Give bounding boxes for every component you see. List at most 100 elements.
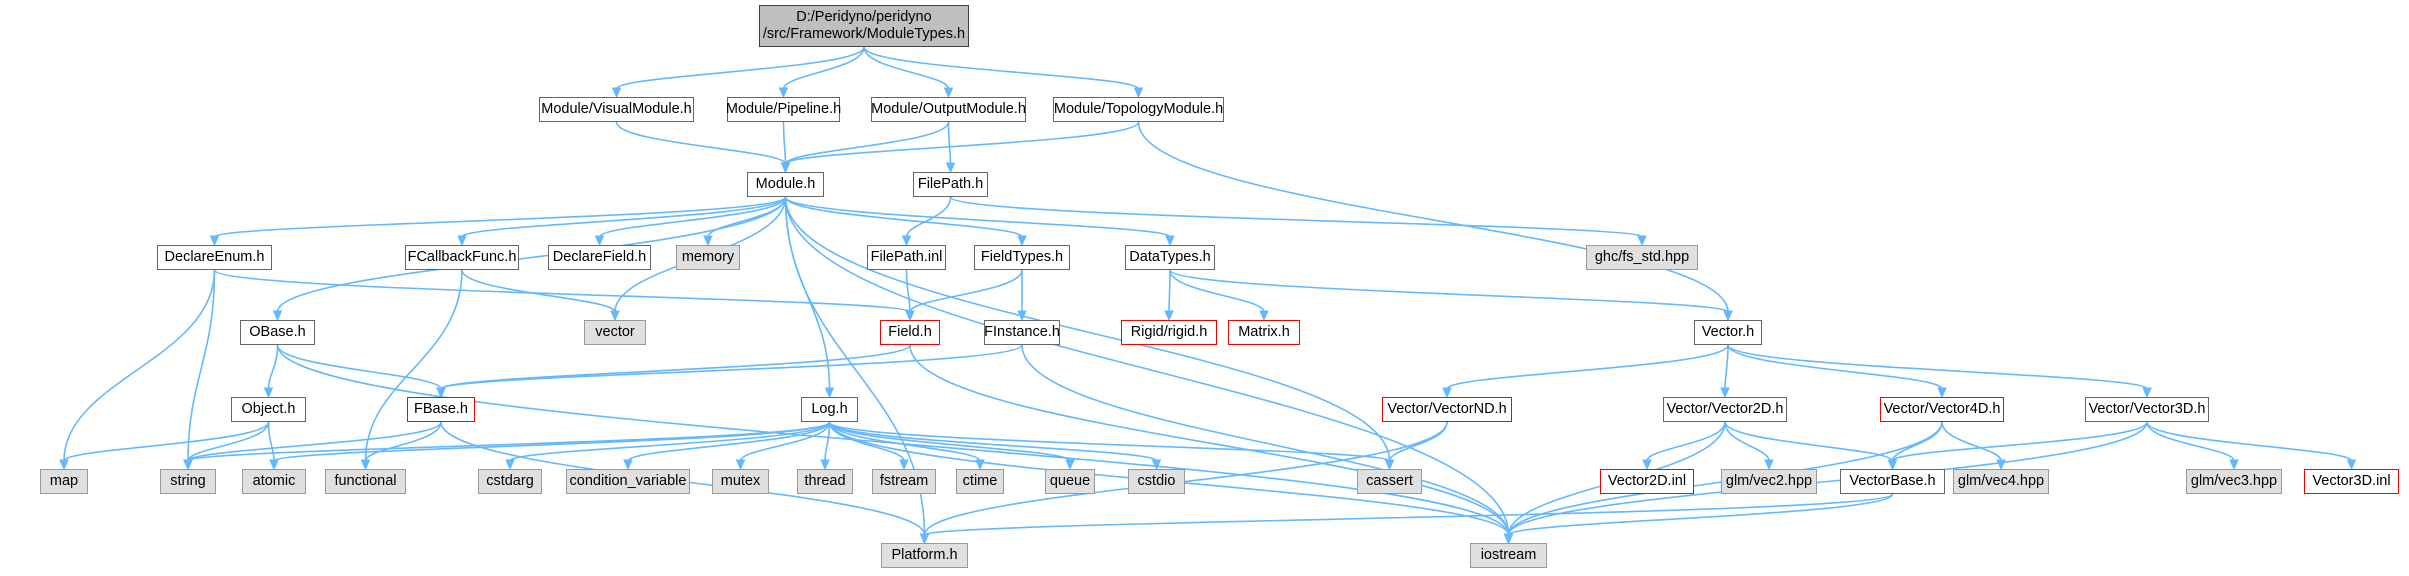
arrowhead-log-to-string [183,459,193,471]
arrowhead-finstance-to-fbase [436,387,446,399]
node-field[interactable]: Field.h [880,320,940,345]
edge-log-to-thread [824,421,831,462]
node-vector3d[interactable]: Vector/Vector3D.h [2085,397,2209,422]
arrowhead-vectornd-to-cassert [1384,459,1395,471]
edge-outputmodule-to-filepath_h [947,121,952,165]
node-vec3: glm/vec3.hpp [2186,469,2282,494]
node-iostream: iostream [1470,543,1547,568]
arrowhead-module-to-memory [703,235,713,247]
node-map: map [40,469,88,494]
arrowhead-vector_h-to-vector2d [1720,387,1730,399]
edge-object-to-string [187,421,270,462]
arrowhead-datatypes-to-matrix [1259,310,1269,322]
node-outputmodule[interactable]: Module/OutputModule.h [871,97,1026,122]
edge-obase-to-fbase [276,344,442,390]
node-declareenum[interactable]: DeclareEnum.h [157,245,272,270]
arrowhead-log-to-fstream [899,459,909,471]
edge-log-to-cassert [828,421,1391,462]
node-fieldtypes[interactable]: FieldTypes.h [974,245,1070,270]
edge-vector3d-to-vectorbase [1891,421,2148,462]
node-vector3d-inl[interactable]: Vector3D.inl [2304,469,2399,494]
edge-module-to-declareenum [213,196,787,238]
node-queue: queue [1045,469,1095,494]
node-fstream: fstream [872,469,936,494]
edge-log-to-mutex [739,421,831,462]
arrowhead-module-to-log [824,387,835,399]
arrowhead-vector3d-to-vector3d_inl [2346,459,2357,471]
node-vector4d[interactable]: Vector/Vector4D.h [1880,397,2004,422]
node-declarefield[interactable]: DeclareField.h [548,245,651,270]
edge-vector2d-to-vec2 [1724,421,1770,462]
node-vector-h[interactable]: Vector.h [1694,320,1762,345]
node-root[interactable]: D:/Peridyno/peridyno /src/Framework/Modu… [759,5,969,47]
arrowhead-vector_h-to-vector4d [1937,387,1947,399]
arrowhead-log-to-atomic [269,459,279,471]
arrowhead-log-to-mutex [735,459,746,471]
edge-vector_h-to-vectornd [1446,344,1729,390]
node-fcallbackfunc[interactable]: FCallbackFunc.h [405,245,519,270]
arrowhead-topologymodule-to-module [780,162,791,174]
arrowhead-module-to-declareenum [209,235,220,247]
node-functional: functional [325,469,406,494]
edge-topologymodule-to-vector_h [1137,121,1729,313]
arrowhead-object-to-map [59,459,69,471]
edge-obase-to-object [267,344,279,390]
edge-fcallbackfunc-to-vector [461,269,616,313]
node-visualmodule[interactable]: Module/VisualModule.h [539,97,694,122]
edge-log-to-ctime [828,421,981,462]
node-datatypes[interactable]: DataTypes.h [1125,245,1215,270]
edge-fcallbackfunc-to-functional [364,269,463,462]
edge-field-to-iostream [909,344,1510,536]
node-topologymodule[interactable]: Module/TopologyModule.h [1053,97,1224,122]
edge-log-to-cstdio [828,421,1158,462]
arrowhead-log-to-condvar [623,459,633,471]
node-matrix[interactable]: Matrix.h [1228,320,1300,345]
arrowhead-vector3d-to-vec3 [2229,459,2239,471]
arrowhead-module-to-obase [272,310,283,322]
edge-declareenum-to-field [213,269,911,313]
node-filepath-inl[interactable]: FilePath.inl [867,245,946,270]
node-finstance[interactable]: FInstance.h [984,320,1060,345]
node-mutex: mutex [712,469,769,494]
arrowhead-log-to-queue [1065,459,1075,471]
edge-vectornd-to-platform [923,421,1448,536]
node-vectornd[interactable]: Vector/VectorND.h [1382,397,1512,422]
edge-root-to-pipeline [782,46,865,90]
node-thread: thread [797,469,853,494]
node-log[interactable]: Log.h [801,397,858,422]
edge-vectorbase-to-iostream [1507,493,1894,536]
edge-fieldtypes-to-field [909,269,1023,313]
arrowhead-module-to-datatypes [1165,235,1175,247]
edge-module-to-obase [276,196,787,313]
node-vector2d-inl[interactable]: Vector2D.inl [1600,469,1694,494]
edge-vector3d-to-iostream [1507,421,2148,536]
node-object[interactable]: Object.h [231,397,306,422]
arrowhead-fieldtypes-to-field [905,310,915,322]
edge-fbase-to-functional [364,421,442,462]
node-pipeline[interactable]: Module/Pipeline.h [726,97,841,122]
node-vec4: glm/vec4.hpp [1953,469,2049,494]
node-vector2d[interactable]: Vector/Vector2D.h [1663,397,1787,422]
arrowhead-datatypes-to-rigid [1164,310,1174,322]
arrowhead-fbase-to-functional [360,459,371,471]
edge-field-to-fbase [440,344,911,390]
edge-object-to-atomic [267,421,275,462]
edge-pipeline-to-module [782,121,787,165]
node-obase[interactable]: OBase.h [240,320,315,345]
node-vectorbase[interactable]: VectorBase.h [1840,469,1945,494]
node-module[interactable]: Module.h [747,172,824,197]
edge-vector3d-to-vec3 [2146,421,2235,462]
edge-log-to-atomic [273,421,831,462]
node-rigid[interactable]: Rigid/rigid.h [1121,320,1217,345]
node-memory: memory [676,245,740,270]
edge-outputmodule-to-module [784,121,950,165]
node-filepath-h[interactable]: FilePath.h [913,172,988,197]
edge-vector_h-to-vector4d [1727,344,1943,390]
edge-vector_h-to-vector3d [1727,344,2148,390]
node-fbase[interactable]: FBase.h [407,397,475,422]
edge-filepath_inl-to-field [905,269,911,313]
arrowhead-vector4d-to-vec4 [1996,459,2006,471]
node-cstdio: cstdio [1128,469,1185,494]
edge-fbase-to-string [187,421,442,462]
